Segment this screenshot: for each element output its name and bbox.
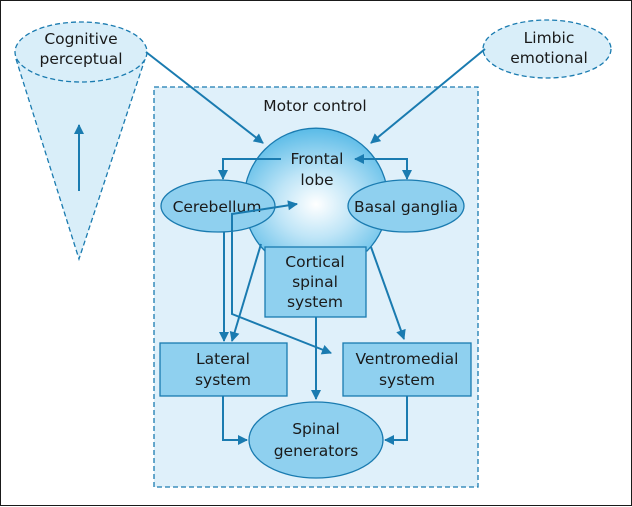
arrow-cerebellum-to-ventromedial — [231, 217, 332, 355]
basal-ganglia-node — [347, 179, 465, 233]
limbic-emotional-node — [482, 19, 612, 79]
lateral-line2: system — [195, 371, 251, 389]
arrow-limbic-to-frontal — [370, 48, 486, 144]
basal-ganglia-label: Basal ganglia — [354, 198, 458, 216]
motor-control-title: Motor control — [263, 97, 366, 115]
spinal-generators-line1: Spinal — [292, 420, 340, 438]
arrow-frontal-basal-bidirectional — [354, 154, 412, 180]
cognitive-perceptual-cone — [14, 21, 148, 262]
arrow-frontal-to-cerebellum — [218, 158, 281, 180]
arrow-lateral-to-spinal — [222, 396, 248, 445]
limbic-label-line2: emotional — [510, 49, 588, 67]
ventromedial-line1: Ventromedial — [356, 350, 459, 368]
arrow-cerebellum-to-frontal — [231, 200, 298, 217]
arrow-ventromedial-to-spinal — [384, 396, 408, 445]
cerebellum-node — [160, 179, 276, 233]
arrow-cognitive-to-frontal — [145, 51, 264, 144]
lateral-line1: Lateral — [196, 350, 250, 368]
cortical-spinal-line1: Cortical — [285, 253, 344, 271]
cortical-spinal-line3: system — [287, 293, 343, 311]
cognitive-label-line1: Cognitive — [44, 30, 117, 48]
spinal-generators-line2: generators — [274, 442, 359, 460]
limbic-label-line1: Limbic — [524, 29, 575, 47]
cortical-spinal-line2: spinal — [292, 273, 338, 291]
spinal-generators-node — [248, 401, 384, 479]
frontal-lobe-line1: Frontal — [290, 150, 343, 168]
cognitive-label-line2: perceptual — [39, 50, 122, 68]
arrow-frontal-to-lateral — [229, 243, 262, 342]
ventromedial-system-node — [342, 342, 472, 397]
arrow-frontal-to-ventromedial — [370, 246, 406, 340]
frontal-lobe-line2: lobe — [300, 171, 333, 189]
ventromedial-line2: system — [379, 371, 435, 389]
cerebellum-label: Cerebellum — [173, 198, 262, 216]
cortical-spinal-system-node — [264, 246, 367, 318]
